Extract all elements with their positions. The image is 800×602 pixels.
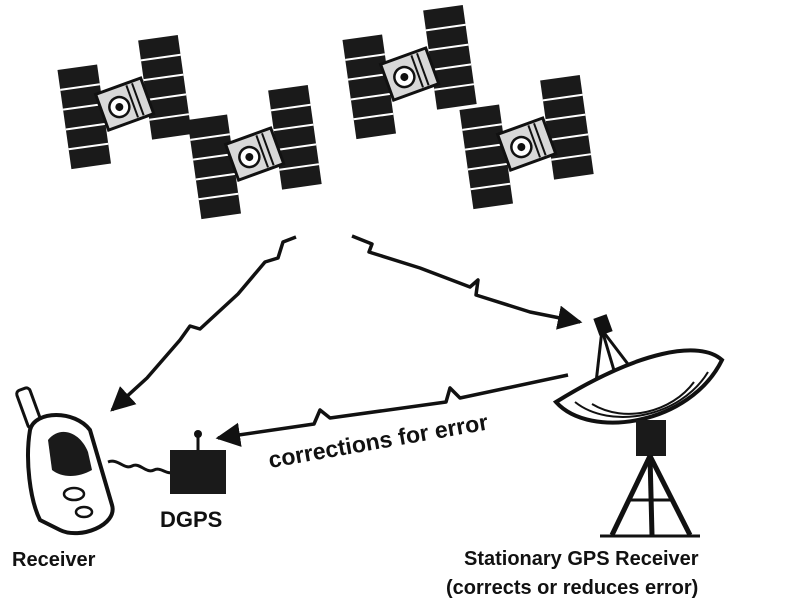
corrections-arrow	[215, 373, 569, 447]
handheld-gps-icon	[15, 386, 178, 536]
dgps-label: DGPS	[160, 507, 222, 532]
satellite-icon	[185, 83, 324, 221]
signal-arrow-to-station	[351, 234, 583, 330]
dgps-module-icon	[170, 430, 226, 494]
satellite-icon	[340, 3, 479, 141]
stationary-receiver-label: Stationary GPS Receiver	[464, 548, 699, 570]
satellite-dish-icon	[552, 314, 725, 538]
satellite-icon	[457, 73, 596, 211]
satellite-icon	[55, 33, 194, 171]
receiver-label: Receiver	[12, 549, 96, 571]
corrections-label: corrections for error	[266, 409, 490, 473]
stationary-receiver-note: (corrects or reduces error)	[446, 577, 698, 599]
signal-arrow-to-receiver	[110, 235, 297, 412]
